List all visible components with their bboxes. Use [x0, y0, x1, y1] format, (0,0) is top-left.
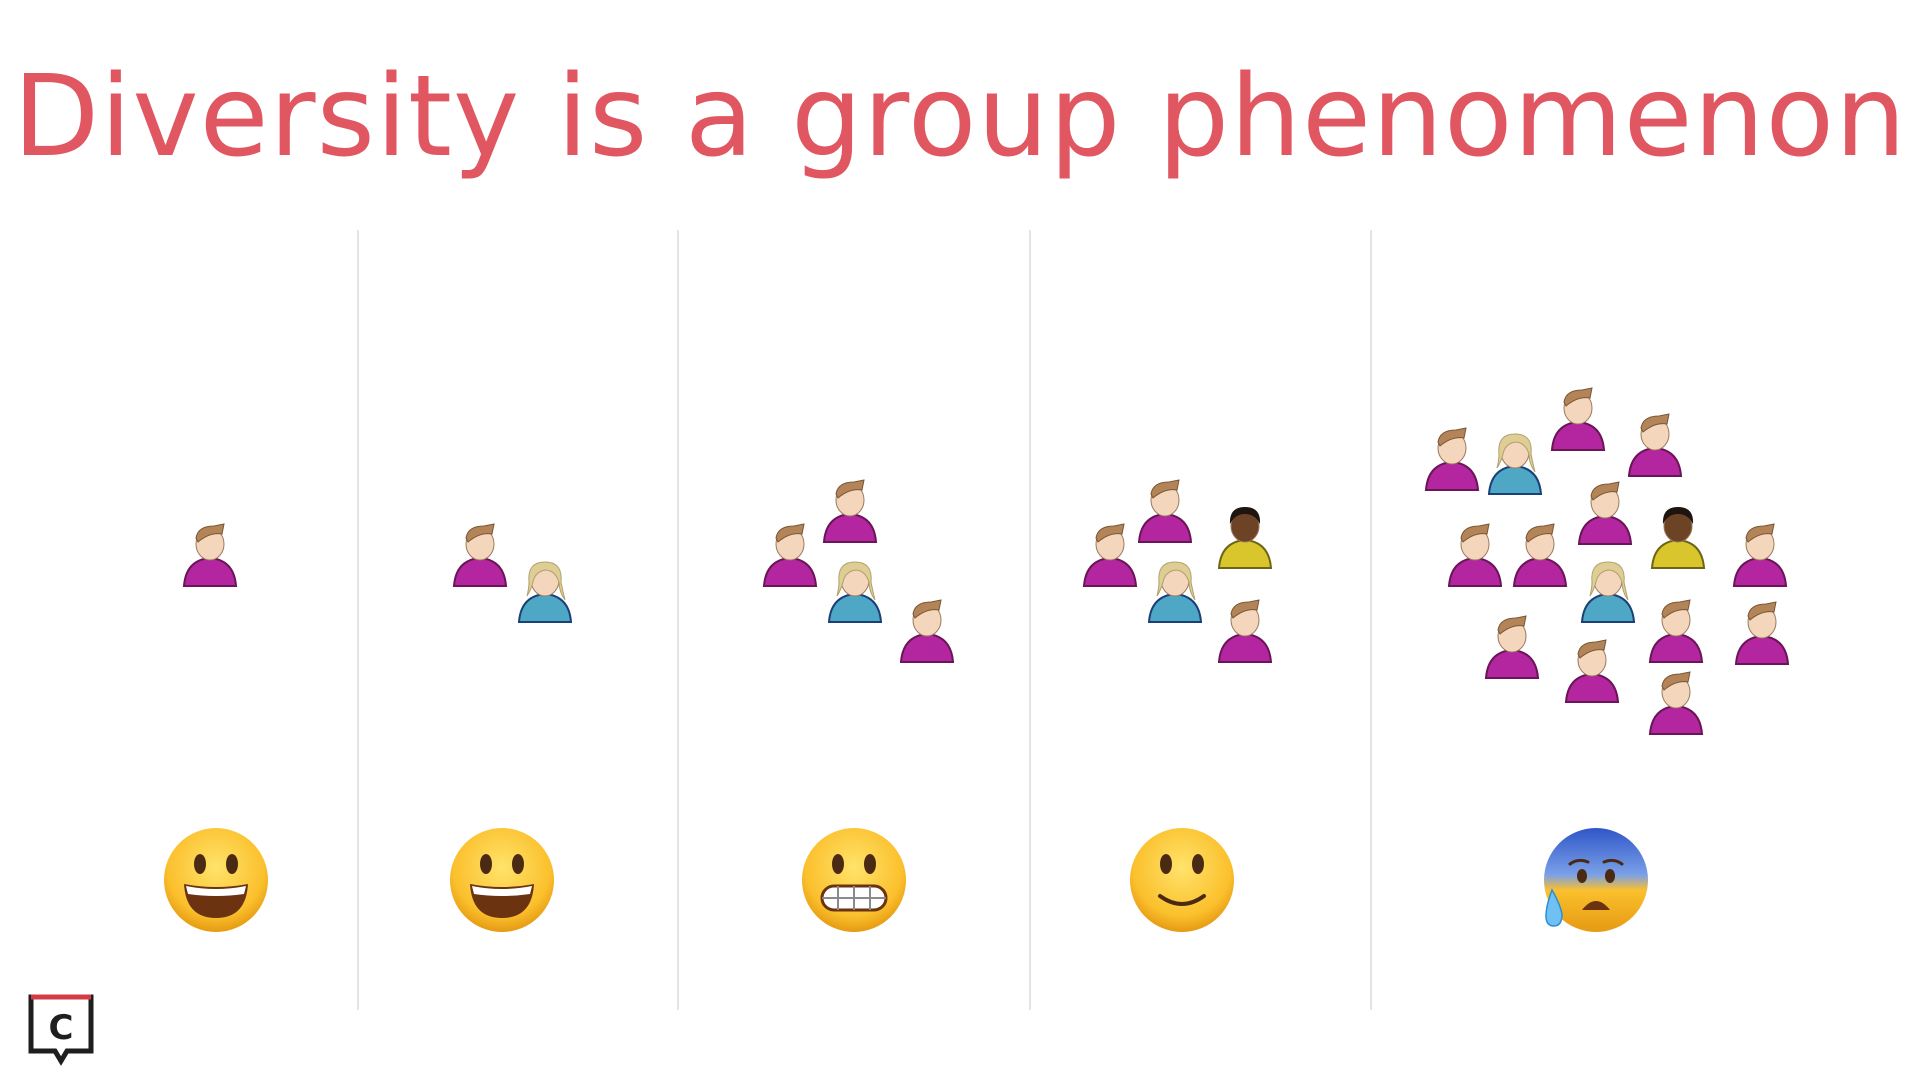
- column-divider: [1370, 230, 1372, 1010]
- person-woman-teal-icon: [1578, 556, 1638, 624]
- person-man-magenta-icon: [1135, 476, 1195, 544]
- person-man-magenta-icon: [1482, 612, 1542, 680]
- person-man-magenta-icon: [1575, 478, 1635, 546]
- person-man-magenta-icon: [1548, 384, 1608, 452]
- column-divider: [1029, 230, 1031, 1010]
- person-man-magenta-icon: [1445, 520, 1505, 588]
- person-man-magenta-icon: [180, 520, 240, 588]
- person-man-magenta-icon: [1625, 410, 1685, 478]
- slide-title: Diversity is a group phenomenon: [12, 52, 1908, 182]
- person-man-magenta-icon: [1562, 636, 1622, 704]
- person-man-magenta-icon: [1646, 596, 1706, 664]
- person-man-dark-yellow-icon: [1215, 502, 1275, 570]
- brand-c-logo-icon: C: [27, 993, 95, 1067]
- person-man-magenta-icon: [1080, 520, 1140, 588]
- person-man-magenta-icon: [1422, 424, 1482, 492]
- person-man-magenta-icon: [1510, 520, 1570, 588]
- grinning-face-icon: [448, 826, 556, 934]
- person-man-magenta-icon: [1646, 668, 1706, 736]
- column-divider: [677, 230, 679, 1010]
- person-man-magenta-icon: [760, 520, 820, 588]
- logo-letter: C: [49, 1008, 74, 1048]
- grinning-face-icon: [162, 826, 270, 934]
- person-woman-teal-icon: [1485, 428, 1545, 496]
- person-man-dark-yellow-icon: [1648, 502, 1708, 570]
- person-man-magenta-icon: [1732, 598, 1792, 666]
- person-man-magenta-icon: [1730, 520, 1790, 588]
- anxious-face-with-sweat-icon: [1542, 826, 1650, 934]
- person-man-magenta-icon: [1215, 596, 1275, 664]
- person-man-magenta-icon: [820, 476, 880, 544]
- column-divider: [357, 230, 359, 1010]
- person-man-magenta-icon: [897, 596, 957, 664]
- grimacing-face-icon: [800, 826, 908, 934]
- person-woman-teal-icon: [515, 556, 575, 624]
- person-woman-teal-icon: [1145, 556, 1205, 624]
- slightly-smiling-face-icon: [1128, 826, 1236, 934]
- person-woman-teal-icon: [825, 556, 885, 624]
- person-man-magenta-icon: [450, 520, 510, 588]
